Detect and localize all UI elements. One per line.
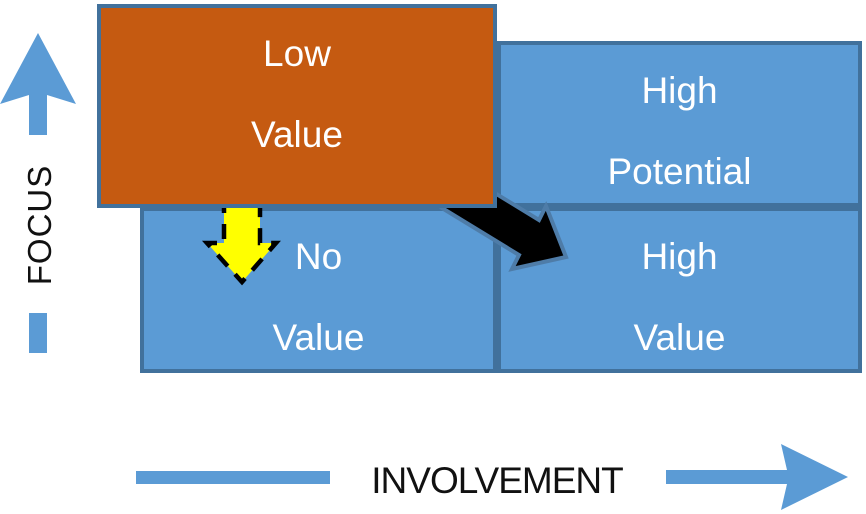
quadrant-label-line: Value [633,317,726,358]
quadrant-high-value: High Value [497,207,862,373]
quadrant-low-value-overlay: Low Value [97,4,497,208]
quadrant-label-line: High [641,70,718,111]
quadrant-no-value: No Value [140,207,497,373]
quadrant-label-line: High [641,236,718,277]
quadrant-label-line: Potential [607,151,752,192]
quadrant-label-line: Low [263,33,331,74]
quadrant-label-line: No [294,236,343,277]
quadrant-high-potential: High Potential [497,41,862,207]
quadrant-label-line: Value [272,317,365,358]
focus-axis-label: FOCUS [21,164,58,286]
involvement-axis-label: INVOLVEMENT [371,460,623,501]
quadrant-label-line: Value [251,114,343,155]
focus-axis-tail-icon [29,313,47,353]
focus-axis-up-arrow-icon [0,33,76,135]
